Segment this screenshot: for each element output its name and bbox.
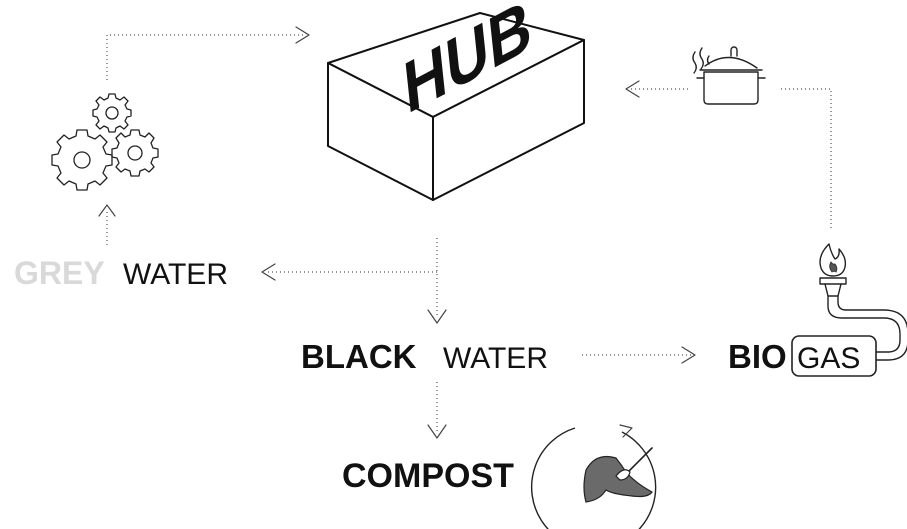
cooking-pot-icon (692, 46, 766, 105)
black-water-bold: BLACK (301, 338, 417, 375)
hub-box: HUB (327, 0, 585, 201)
biogas-label: BIO GAS (728, 335, 877, 377)
grey-water-regular: WATER (123, 258, 228, 291)
black-water-regular: WATER (443, 342, 548, 375)
biogas-regular: GAS (797, 342, 860, 375)
connectors (98, 26, 832, 439)
arrowhead-to-hub (295, 26, 310, 44)
arrowhead-to-biogas (681, 346, 696, 364)
grey-water-bold: GREY (14, 255, 105, 291)
biogas-bold: BIO (728, 338, 787, 375)
arrowhead-to-compost (427, 424, 447, 439)
black-water-label: BLACK WATER (301, 338, 548, 375)
arrowhead-to-black (427, 309, 447, 324)
gas-burner-icon (819, 243, 907, 361)
arrowhead-to-grey (261, 263, 276, 281)
connector-gears-to-hub (106, 34, 306, 80)
compost-label: COMPOST (342, 457, 514, 495)
connector-biogas-to-pot (778, 88, 832, 228)
gears-icon (51, 93, 159, 191)
gas-box (791, 335, 877, 377)
arrowhead-to-gears (98, 204, 116, 217)
compost-cycle-icon (530, 424, 657, 529)
arrowhead-pot-to-hub (625, 80, 640, 98)
grey-water-label: GREY WATER (14, 255, 228, 291)
